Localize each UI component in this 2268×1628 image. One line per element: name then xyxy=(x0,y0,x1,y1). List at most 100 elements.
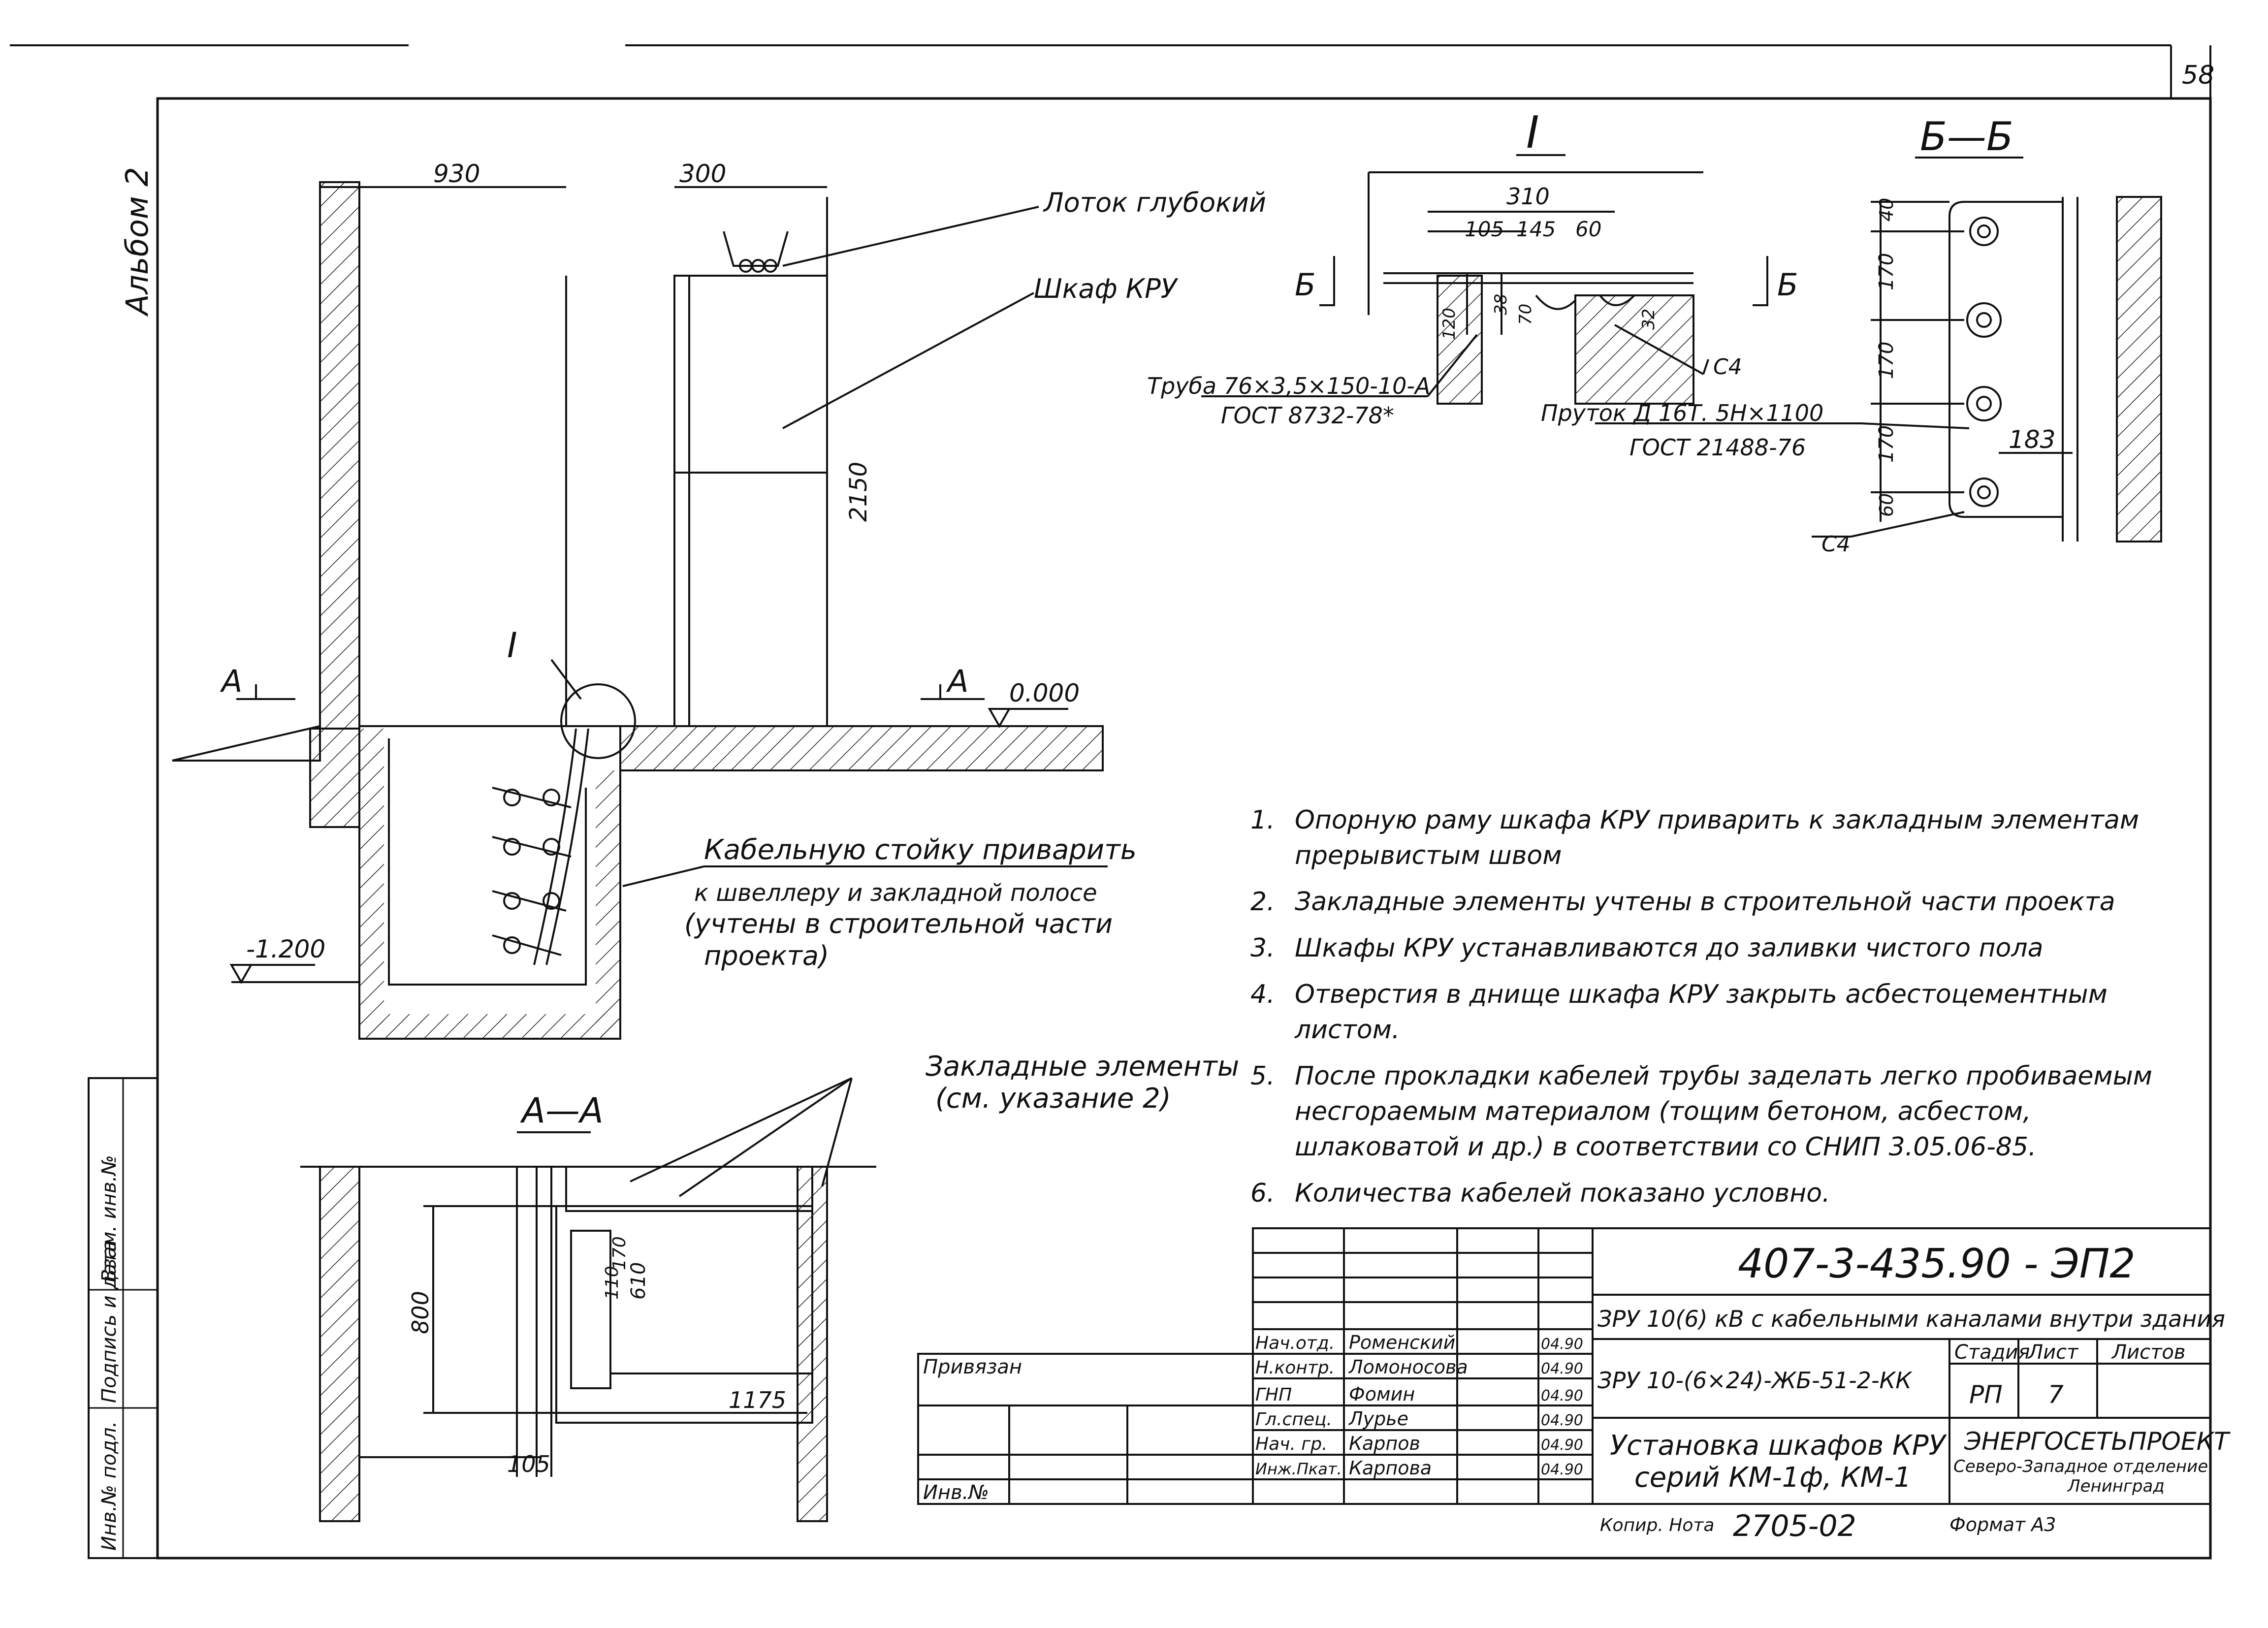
staff-date: 04.90 xyxy=(1541,1412,1583,1429)
doc-code: 407-3-435.90 - ЭП2 xyxy=(1738,1241,2136,1287)
cable-note-4: проекта) xyxy=(704,940,829,971)
staff-name: Карпов xyxy=(1349,1433,1420,1454)
format: Формат А3 xyxy=(1949,1514,2056,1535)
detail-dim-70: 70 xyxy=(1516,304,1535,325)
detail-cut-b-left: Б xyxy=(1295,267,1316,303)
inv-no: Инв.№ xyxy=(923,1481,989,1504)
detail-dim-32: 32 xyxy=(1639,309,1659,330)
pipe-label-2: ГОСТ 8732-78* xyxy=(1221,402,1394,429)
detail-dim-105: 105 xyxy=(1465,217,1504,241)
rod-label-1: Пруток Д 16Т. 5Н×1100 xyxy=(1541,400,1823,426)
staff-date: 04.90 xyxy=(1541,1436,1583,1454)
org-2: Северо-Западное отделение xyxy=(1953,1457,2208,1476)
org-1: ЭНЕРГОСЕТЬПРОЕКТ xyxy=(1964,1427,2231,1456)
staff-name: Лурье xyxy=(1348,1408,1408,1430)
bb-dim-183: 183 xyxy=(2009,425,2055,454)
cut-a-right: А xyxy=(946,663,968,699)
bb-dim-170-c: 170 xyxy=(1875,425,1898,463)
rod-label-2: ГОСТ 21488-76 xyxy=(1629,434,1806,461)
dim-300: 300 xyxy=(679,160,726,188)
aa-dim-1175: 1175 xyxy=(729,1387,786,1413)
aa-label-2: (см. указание 2) xyxy=(935,1083,1171,1115)
detail-i-view xyxy=(1201,171,1970,429)
bb-dim-60: 60 xyxy=(1876,493,1897,517)
detail-weld-mark: С4 xyxy=(1713,354,1742,380)
note-item: 1.Опорную раму шкафа КРУ приварить к зак… xyxy=(1250,805,2140,870)
aa-dim-170: 170 xyxy=(609,1236,630,1270)
stamp-replace: Взам. инв.№ xyxy=(98,1155,121,1282)
detail-dim-38: 38 xyxy=(1491,294,1511,315)
stage-value: РП xyxy=(1969,1380,2003,1409)
view-title-detail-i: I xyxy=(1526,107,1539,159)
sheet-title-1: Установка шкафов КРУ xyxy=(1610,1430,1948,1462)
pipe-label-1: Труба 76×3,5×150-10-А xyxy=(1147,373,1430,399)
dim-930: 930 xyxy=(433,160,480,188)
staff-name: Фомин xyxy=(1349,1383,1415,1405)
section-aa-view xyxy=(300,1077,876,1522)
title-block xyxy=(917,1227,2211,1505)
bb-weld-mark: С4 xyxy=(1821,532,1851,557)
staff-role: Инж.Пкат. xyxy=(1255,1460,1342,1478)
view-title-bb: Б—Б xyxy=(1920,114,2013,160)
bb-dim-40: 40 xyxy=(1876,198,1897,222)
staff-name: Карпова xyxy=(1349,1457,1432,1479)
cable-note-1: Кабельную стойку приварить xyxy=(704,834,1137,866)
staff-role: ГНП xyxy=(1255,1385,1292,1405)
staff-role: Нач. гр. xyxy=(1255,1434,1328,1454)
general-notes: 1.Опорную раму шкафа КРУ приварить к зак… xyxy=(1250,802,2186,1222)
sheet-frame xyxy=(156,97,2212,1560)
sheet-header: Лист xyxy=(2027,1341,2079,1364)
main-view xyxy=(172,181,1108,1040)
level-0000: 0.000 xyxy=(1009,679,1080,707)
staff-date: 04.90 xyxy=(1541,1336,1583,1353)
note-item: 3.Шкафы КРУ устанавливаются до заливки ч… xyxy=(1250,933,2044,963)
album-label: Альбом 2 xyxy=(119,167,155,317)
detail-dim-60: 60 xyxy=(1575,217,1601,241)
note-item: 6.Количества кабелей показано условно. xyxy=(1250,1179,1830,1208)
kopir: Копир. Нота xyxy=(1600,1515,1714,1535)
detail-dim-120: 120 xyxy=(1439,308,1459,340)
page-number: 58 xyxy=(2182,61,2214,90)
stamp-sign: Подпись и дата xyxy=(98,1240,121,1403)
variant: ЗРУ 10-(6×24)-ЖБ-51-2-КК xyxy=(1597,1367,1913,1394)
cut-a-left: А xyxy=(220,663,242,699)
aa-dim-800: 800 xyxy=(407,1291,434,1334)
bb-dim-170-a: 170 xyxy=(1875,253,1898,290)
aa-label-1: Закладные элементы xyxy=(926,1051,1239,1083)
dim-2150: 2150 xyxy=(845,462,872,522)
order-no: 2705-02 xyxy=(1733,1509,1856,1543)
note-item: 4.Отверстия в днище шкафа КРУ закрыть ас… xyxy=(1250,980,2108,1045)
note-item: 5.После прокладки кабелей трубы заделать… xyxy=(1250,1061,2152,1162)
sheet-title-2: серий КМ-1ф, КМ-1 xyxy=(1634,1462,1912,1494)
aa-dim-110: 110 xyxy=(602,1266,622,1300)
detail-dim-310: 310 xyxy=(1506,183,1550,210)
sheets-header: Листов xyxy=(2111,1341,2185,1364)
staff-date: 04.90 xyxy=(1541,1360,1583,1377)
project-title: ЗРУ 10(6) кВ с кабельными каналами внутр… xyxy=(1597,1306,2225,1332)
note-item: 2.Закладные элементы учтены в строительн… xyxy=(1250,887,2115,917)
privyazan: Привязан xyxy=(923,1356,1022,1378)
detail-mark-i: I xyxy=(507,625,517,666)
cable-note-3: (учтены в строительной части xyxy=(684,908,1113,939)
stage-header: Стадия xyxy=(1954,1341,2030,1364)
view-title-aa: А—А xyxy=(520,1090,604,1131)
staff-name: Роменский xyxy=(1349,1332,1455,1353)
section-bb-view xyxy=(1812,196,2162,543)
staff-role: Н.контр. xyxy=(1255,1358,1335,1378)
stamp-inv: Инв.№ подл. xyxy=(98,1421,121,1551)
staff-date: 04.90 xyxy=(1541,1461,1583,1478)
staff-date: 04.90 xyxy=(1541,1387,1583,1405)
label-lotok: Лоток глубокий xyxy=(1043,187,1266,218)
cable-note-2: к швеллеру и закладной полосе xyxy=(694,879,1097,907)
staff-role: Нач.отд. xyxy=(1255,1333,1335,1353)
level-m1200: -1.200 xyxy=(246,935,325,963)
bb-dim-170-b: 170 xyxy=(1875,342,1898,379)
detail-dim-145: 145 xyxy=(1516,217,1556,241)
aa-dim-105: 105 xyxy=(507,1451,550,1477)
staff-name: Ломоносова xyxy=(1348,1356,1468,1378)
detail-cut-b-right: Б xyxy=(1777,267,1798,303)
org-3: Ленинград xyxy=(2067,1476,2165,1496)
label-shkaf: Шкаф КРУ xyxy=(1034,273,1179,304)
aa-dim-610: 610 xyxy=(627,1262,650,1300)
